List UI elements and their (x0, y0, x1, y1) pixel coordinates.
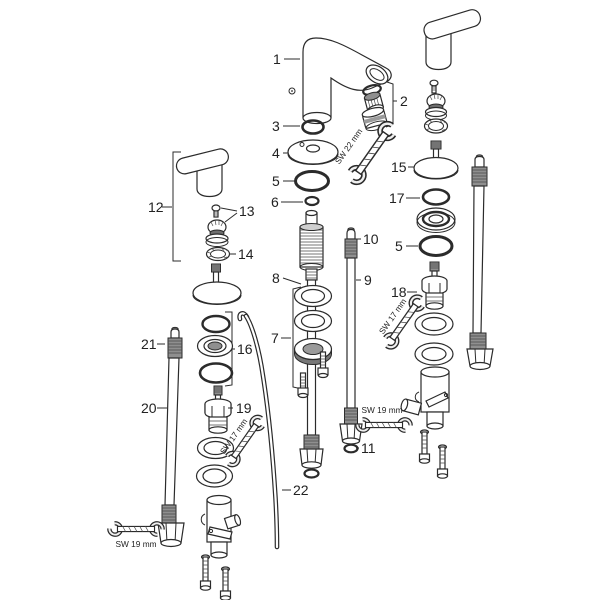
washer-flat-b (293, 309, 333, 333)
valve-body-right (400, 366, 450, 430)
o-ring-11 (343, 443, 359, 454)
cartridge-adapter-left (205, 219, 229, 247)
wrench-label-sw22: SW 22 mm (333, 127, 365, 166)
handle-left-lever (175, 148, 229, 175)
mounting-stud-left-a (199, 554, 212, 591)
callout-22: 22 (293, 482, 309, 498)
valve-cartridge-19 (204, 385, 232, 434)
callout-6: 6 (271, 194, 279, 210)
washer-16b (196, 334, 234, 358)
washer-right-a (414, 312, 454, 336)
valve-body-left (200, 494, 242, 559)
callout-3: 3 (272, 118, 280, 134)
callout-5-left: 5 (272, 173, 280, 189)
serrated-ring-right (423, 118, 449, 134)
hose-center (339, 227, 363, 454)
o-ring-16a (201, 314, 231, 334)
callout-18: 18 (391, 284, 407, 300)
wrench-label-sw19-center: SW 19 mm (361, 405, 402, 415)
aerator-housing (361, 106, 388, 132)
callout-15: 15 (391, 159, 407, 175)
callout-12: 12 (148, 199, 164, 215)
set-screw-hole-icon (288, 87, 296, 95)
callout-5-right: 5 (395, 238, 403, 254)
callouts: 1 2 3 4 5 6 7 8 9 10 11 12 13 14 15 16 1… (141, 51, 408, 498)
aerator-assembly (361, 81, 397, 132)
wrench-label-sw19-left: SW 19 mm (115, 539, 156, 549)
valve-cartridge-18 (421, 261, 448, 310)
washer-right-b (414, 342, 454, 366)
handle-right-group (423, 9, 482, 71)
o-ring-3 (301, 119, 325, 135)
handle-left-group (162, 148, 229, 262)
valve-escutcheon-15 (413, 140, 459, 180)
callout-7: 7 (271, 330, 279, 346)
callout-14: 14 (238, 246, 254, 262)
callout-2: 2 (400, 93, 408, 109)
washer-left-a (196, 436, 235, 460)
callout-19: 19 (236, 400, 252, 416)
wrench-19mm-left-icon (109, 523, 162, 534)
shank-washer (303, 468, 320, 479)
handle-right-lever (423, 9, 482, 40)
callout-9: 9 (364, 272, 372, 288)
hose-left (157, 326, 185, 548)
wrench-label-sw17-right: SW 17 mm (377, 297, 409, 336)
o-ring-5-left (294, 170, 330, 192)
hose-right (466, 154, 494, 371)
callout-16: 16 (237, 341, 253, 357)
callout-10: 10 (363, 231, 379, 247)
handle-screw-13 (211, 204, 221, 218)
o-ring-6 (304, 195, 320, 207)
callout-4: 4 (272, 145, 280, 161)
o-ring-17 (421, 188, 451, 206)
mounting-set-7 (292, 284, 333, 399)
mounting-screw-a (317, 351, 329, 379)
pop-up-rod (237, 311, 280, 550)
handle-screw-right (429, 79, 439, 94)
o-ring-5-right (418, 235, 454, 257)
wrench-19mm-center-icon (357, 419, 410, 430)
callout-13: 13 (239, 203, 255, 219)
callout-11: 11 (361, 440, 376, 456)
callout-8: 8 (272, 270, 280, 286)
o-ring-16c (198, 362, 234, 384)
mounting-screw-b (297, 372, 309, 399)
ring-14 (205, 246, 231, 262)
washer-flat-a (293, 284, 333, 308)
mounting-stud-right-b (436, 444, 449, 479)
washer-stack-right (416, 207, 456, 233)
bracket-12 (172, 151, 181, 262)
mounting-stud-right-a (418, 429, 431, 464)
callout-1: 1 (273, 51, 281, 67)
callout-17: 17 (389, 190, 405, 206)
leader-lines (157, 58, 420, 491)
callout-20: 20 (141, 400, 157, 416)
washer-left-b (195, 464, 234, 488)
seal-set-16 (196, 311, 234, 387)
mounting-stud-left-b (219, 566, 232, 600)
escutcheon-4 (287, 139, 339, 165)
cartridge-adapter-right (424, 93, 448, 121)
valve-escutcheon-left (192, 263, 242, 305)
callout-21: 21 (141, 336, 157, 352)
